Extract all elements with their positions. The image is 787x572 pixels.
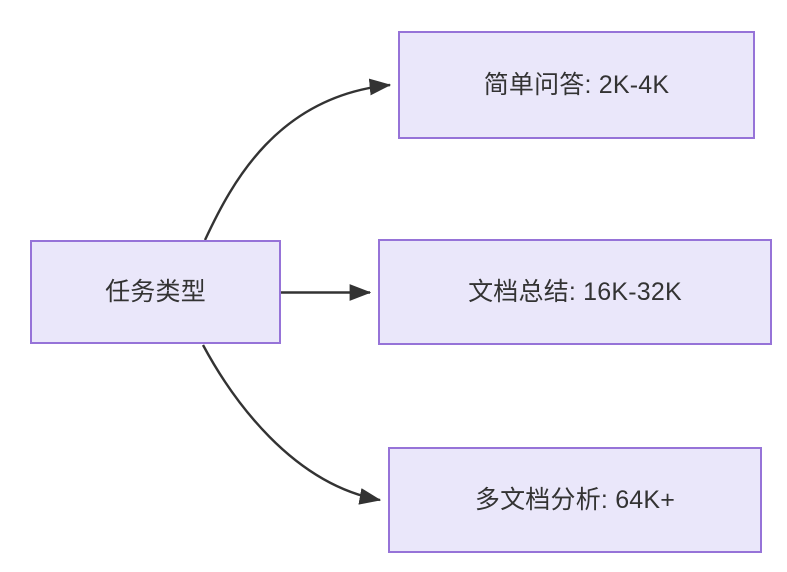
node-root-task-type[interactable]: 任务类型 bbox=[30, 240, 281, 344]
node-simple-qa[interactable]: 简单问答: 2K-4K bbox=[398, 31, 755, 139]
node-simple-qa-label: 简单问答: 2K-4K bbox=[483, 71, 670, 99]
node-multi-doc-label: 多文档分析: 64K+ bbox=[474, 486, 676, 514]
edge-root-to-simple-qa bbox=[203, 78, 392, 241]
node-doc-summary-label: 文档总结: 16K-32K bbox=[468, 278, 682, 306]
node-doc-summary[interactable]: 文档总结: 16K-32K bbox=[378, 239, 772, 345]
node-root-label: 任务类型 bbox=[105, 278, 206, 306]
node-multi-doc[interactable]: 多文档分析: 64K+ bbox=[388, 447, 762, 553]
edge-root-to-multi-doc bbox=[201, 344, 382, 505]
